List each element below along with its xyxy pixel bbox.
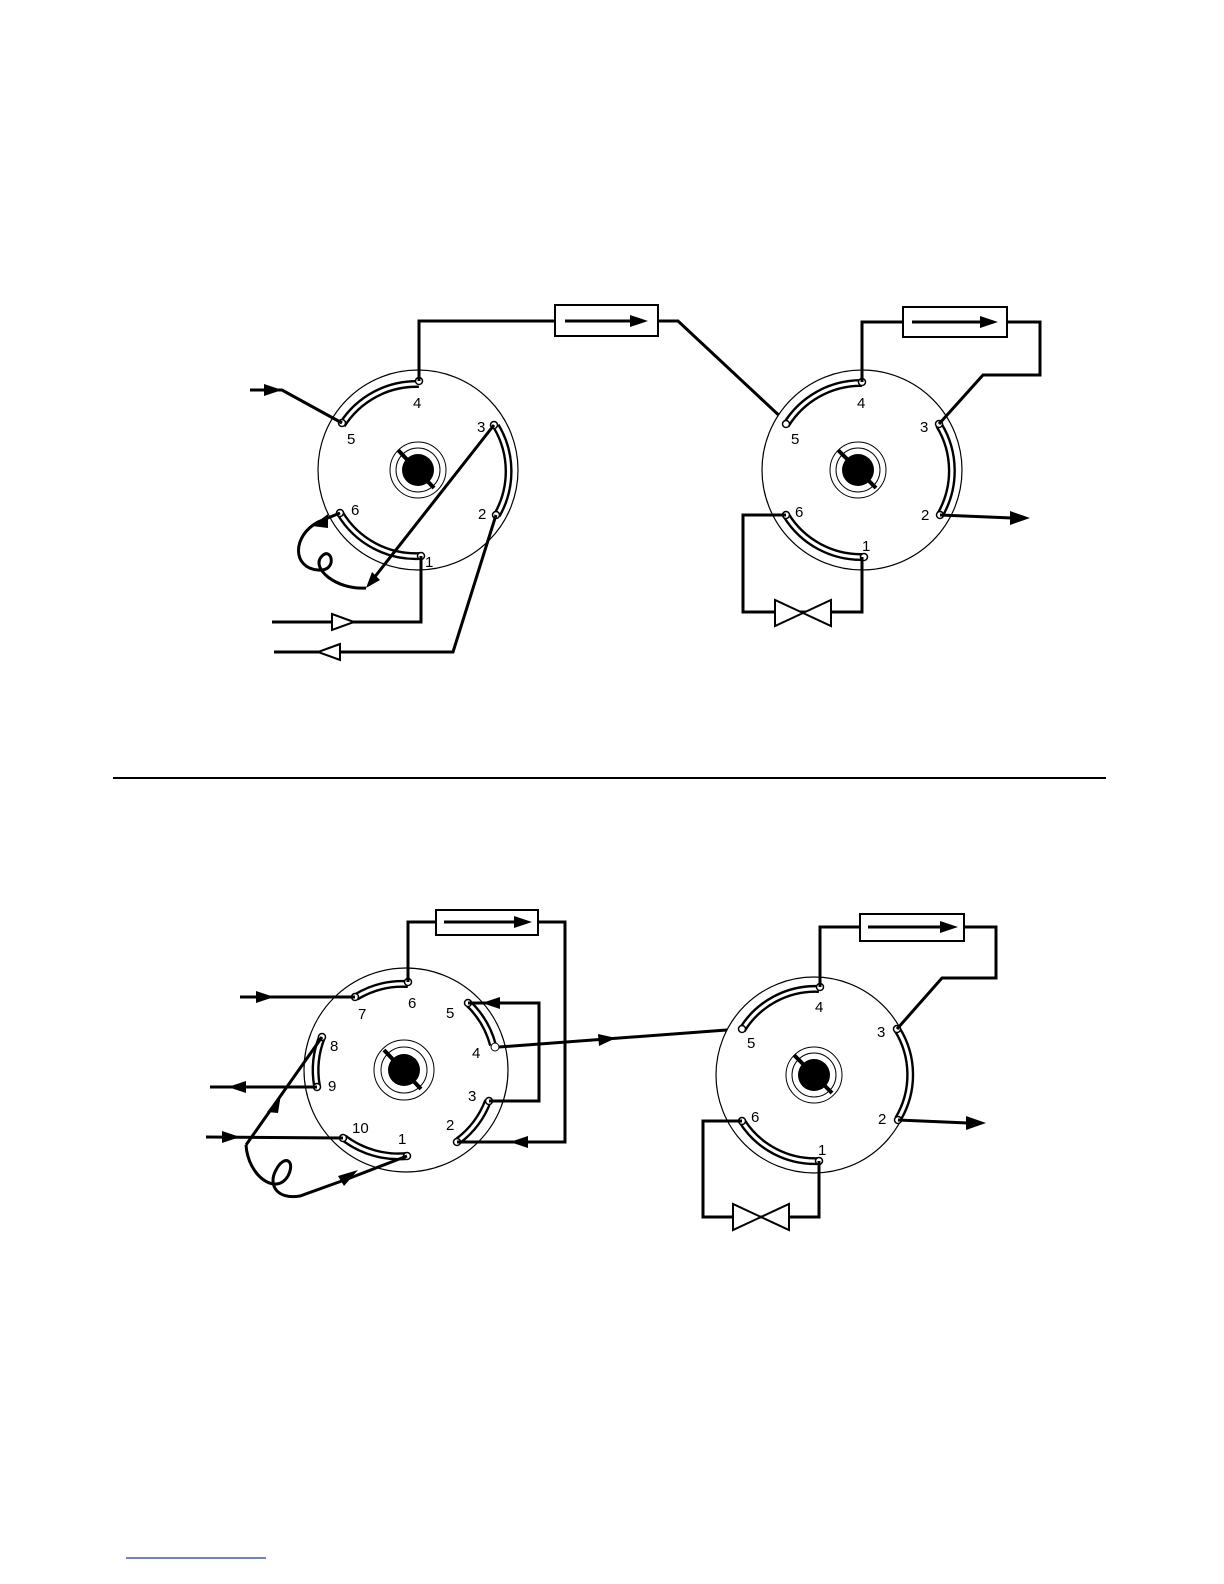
flow-arrow-icon — [228, 1081, 246, 1093]
flow-arrow-icon — [598, 1034, 616, 1046]
restrictor-valve-icon — [733, 1204, 761, 1230]
inlet-line — [250, 390, 342, 423]
port-label: 4 — [815, 999, 823, 1016]
flow-arrow-icon — [264, 384, 282, 396]
port-label: 2 — [878, 1111, 886, 1128]
port-label: 1 — [862, 538, 870, 555]
flow-arrow-icon — [1010, 511, 1030, 525]
port-label: 6 — [408, 995, 416, 1012]
bottom-figure: 1 2 3 4 5 6 7 8 9 10 — [206, 910, 996, 1230]
port-label: 5 — [747, 1035, 755, 1052]
port-label: 2 — [921, 507, 929, 524]
port-4 — [491, 1043, 499, 1051]
top-right-valve: 1 2 3 4 5 6 — [762, 370, 962, 570]
port-label: 7 — [358, 1006, 366, 1023]
outlet-line — [940, 515, 1012, 518]
port-label: 1 — [398, 1131, 406, 1148]
port-label: 3 — [877, 1024, 885, 1041]
port-label: 3 — [468, 1088, 476, 1105]
transfer-line — [499, 1029, 740, 1047]
port-label: 6 — [795, 504, 803, 521]
port-label: 1 — [425, 554, 433, 571]
port-5 — [739, 1026, 746, 1033]
flow-arrow-icon — [338, 1170, 358, 1186]
line-to-right-valve — [658, 321, 785, 421]
flow-arrow-icon — [256, 991, 274, 1003]
port-label: 2 — [478, 506, 486, 523]
port-label: 6 — [751, 1109, 759, 1126]
restrictor-valve-icon — [775, 600, 803, 626]
port-label: 4 — [472, 1045, 480, 1062]
top-figure: 1 2 3 4 5 6 — [250, 305, 1040, 660]
flow-arrow-icon — [332, 614, 354, 630]
flow-arrow-icon — [267, 1094, 281, 1113]
port-label: 3 — [920, 419, 928, 436]
port-5 — [783, 421, 790, 428]
flow-arrow-icon — [966, 1116, 986, 1130]
port-label: 9 — [328, 1078, 336, 1095]
flow-arrow-icon — [510, 1136, 528, 1148]
flow-arrow-icon — [318, 644, 340, 660]
port-label: 2 — [446, 1117, 454, 1134]
port-label: 4 — [857, 395, 865, 412]
flow-arrow-icon — [312, 514, 328, 528]
port-label: 3 — [477, 419, 485, 436]
port-label: 8 — [330, 1038, 338, 1055]
outlet-line — [898, 1120, 968, 1123]
port-label: 10 — [352, 1120, 369, 1137]
port-label: 5 — [791, 431, 799, 448]
port-label: 4 — [413, 395, 421, 412]
port-label: 5 — [446, 1005, 454, 1022]
port-label: 1 — [818, 1142, 826, 1159]
column-return-line — [897, 927, 996, 1029]
port-label: 6 — [351, 502, 359, 519]
port-label: 5 — [347, 431, 355, 448]
flow-arrow-icon — [222, 1131, 240, 1143]
bottom-right-valve: 1 2 3 4 5 6 — [716, 977, 912, 1173]
top-column-1 — [555, 305, 785, 421]
